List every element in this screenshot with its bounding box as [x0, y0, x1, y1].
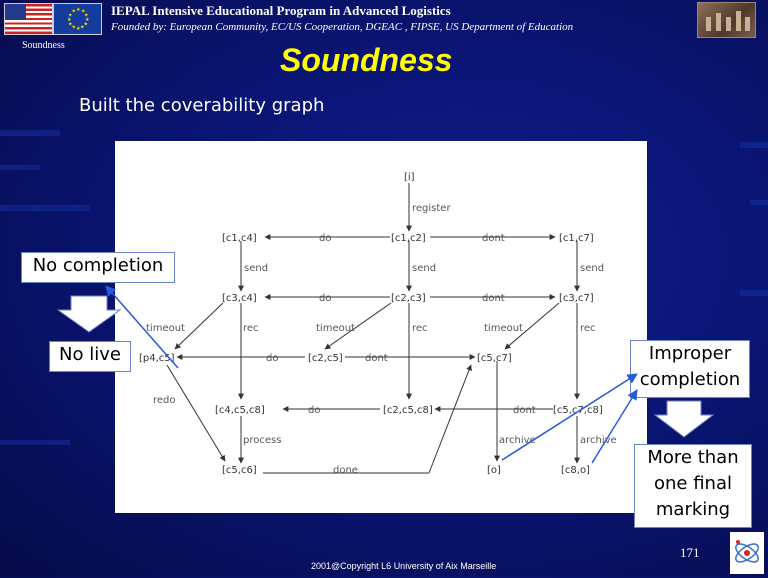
coverability-graph: [i] [c1,c4] [c1,c2] [c1,c7] [c3,c4] [c2,… [115, 141, 647, 513]
edge-label: dont [482, 293, 505, 304]
no-completion-callout: No completion [21, 252, 175, 283]
building-logo [697, 2, 756, 38]
edge-label: dont [365, 353, 388, 364]
graph-node: [c5,c6] [222, 465, 257, 476]
eu-flag-icon: ★★★ ★★★ ★★★ ★★★ [53, 3, 102, 35]
multiple-final-marking-callout: More than one final marking [634, 444, 752, 528]
improper-completion-callout: Improper completion [630, 340, 750, 398]
graph-node: [c1,c2] [391, 233, 426, 244]
svg-text:★: ★ [81, 9, 86, 15]
graph-node: [c2,c5] [308, 353, 343, 364]
graph-node: [c3,c4] [222, 293, 257, 304]
svg-text:★: ★ [85, 17, 90, 23]
edge-label: rec [243, 323, 259, 334]
edge-label: timeout [146, 323, 185, 334]
graph-node: [c3,c7] [559, 293, 594, 304]
background-stripe [740, 290, 768, 296]
edge-label: process [243, 435, 281, 446]
university-logo [730, 532, 764, 574]
graph-node: [p4,c5] [139, 353, 175, 364]
edge-label: rec [580, 323, 596, 334]
edge-label: timeout [484, 323, 523, 334]
svg-text:★: ★ [84, 22, 89, 28]
edge-label: dont [513, 405, 536, 416]
edge-label: rec [412, 323, 428, 334]
graph-node: [o] [487, 465, 501, 476]
slide-title: Soundness [280, 42, 453, 78]
edge-label: register [412, 203, 451, 214]
svg-text:★: ★ [68, 13, 73, 19]
us-flag-icon [4, 3, 53, 35]
page-number: 171 [680, 545, 700, 560]
edge-label: archive [499, 435, 536, 446]
edge-label: redo [153, 395, 176, 406]
no-live-callout: No live [49, 341, 131, 372]
section-label: Soundness [22, 40, 65, 51]
svg-text:★: ★ [76, 26, 81, 32]
background-stripe [0, 440, 70, 445]
callout-line: More than [647, 447, 739, 468]
down-arrow-icon [57, 295, 121, 333]
header-title: IEPAL Intensive Educational Program in A… [111, 3, 451, 18]
callout-line: marking [655, 499, 731, 520]
graph-node: [c8,o] [561, 465, 590, 476]
slide-subtitle: Built the coverability graph [79, 95, 325, 116]
edge-label: send [244, 263, 268, 274]
background-stripe [0, 130, 60, 136]
graph-node: [i] [404, 172, 415, 183]
background-stripe [0, 205, 90, 211]
edge-label: send [412, 263, 436, 274]
copyright: 2001@Copyright L6 University of Aix Mars… [311, 561, 497, 571]
edge-label: send [580, 263, 604, 274]
header-subtitle: Founded by: European Community, EC/US Co… [111, 21, 574, 33]
svg-text:★: ★ [72, 9, 77, 15]
edge-label: do [308, 405, 320, 416]
down-arrow-icon [654, 400, 714, 438]
callout-line: completion [639, 369, 741, 390]
graph-node: [c1,c4] [222, 233, 257, 244]
svg-text:★: ★ [68, 22, 73, 28]
edge-label: do [266, 353, 278, 364]
callout-line: one final [654, 473, 732, 494]
svg-text:★: ★ [80, 25, 85, 31]
edge-label: timeout [316, 323, 355, 334]
graph-node: [c5,c7] [477, 353, 512, 364]
background-stripe [740, 142, 768, 148]
edge-label: done [333, 465, 358, 476]
background-stripe [0, 165, 40, 170]
graph-node: [c4,c5,c8] [215, 405, 265, 416]
svg-text:★: ★ [84, 13, 89, 19]
background-stripe [750, 200, 768, 205]
edge-label: do [319, 233, 331, 244]
graph-node: [c5,c7,c8] [553, 405, 603, 416]
graph-node: [c1,c7] [559, 233, 594, 244]
svg-text:★: ★ [67, 17, 72, 23]
graph-node: [c2,c3] [391, 293, 426, 304]
svg-text:★: ★ [76, 7, 81, 13]
edge-label: do [319, 293, 331, 304]
graph-node: [c2,c5,c8] [383, 405, 433, 416]
edge-label: archive [580, 435, 617, 446]
callout-line: Improper [648, 343, 732, 364]
svg-text:★: ★ [72, 25, 77, 31]
edge-label: dont [482, 233, 505, 244]
